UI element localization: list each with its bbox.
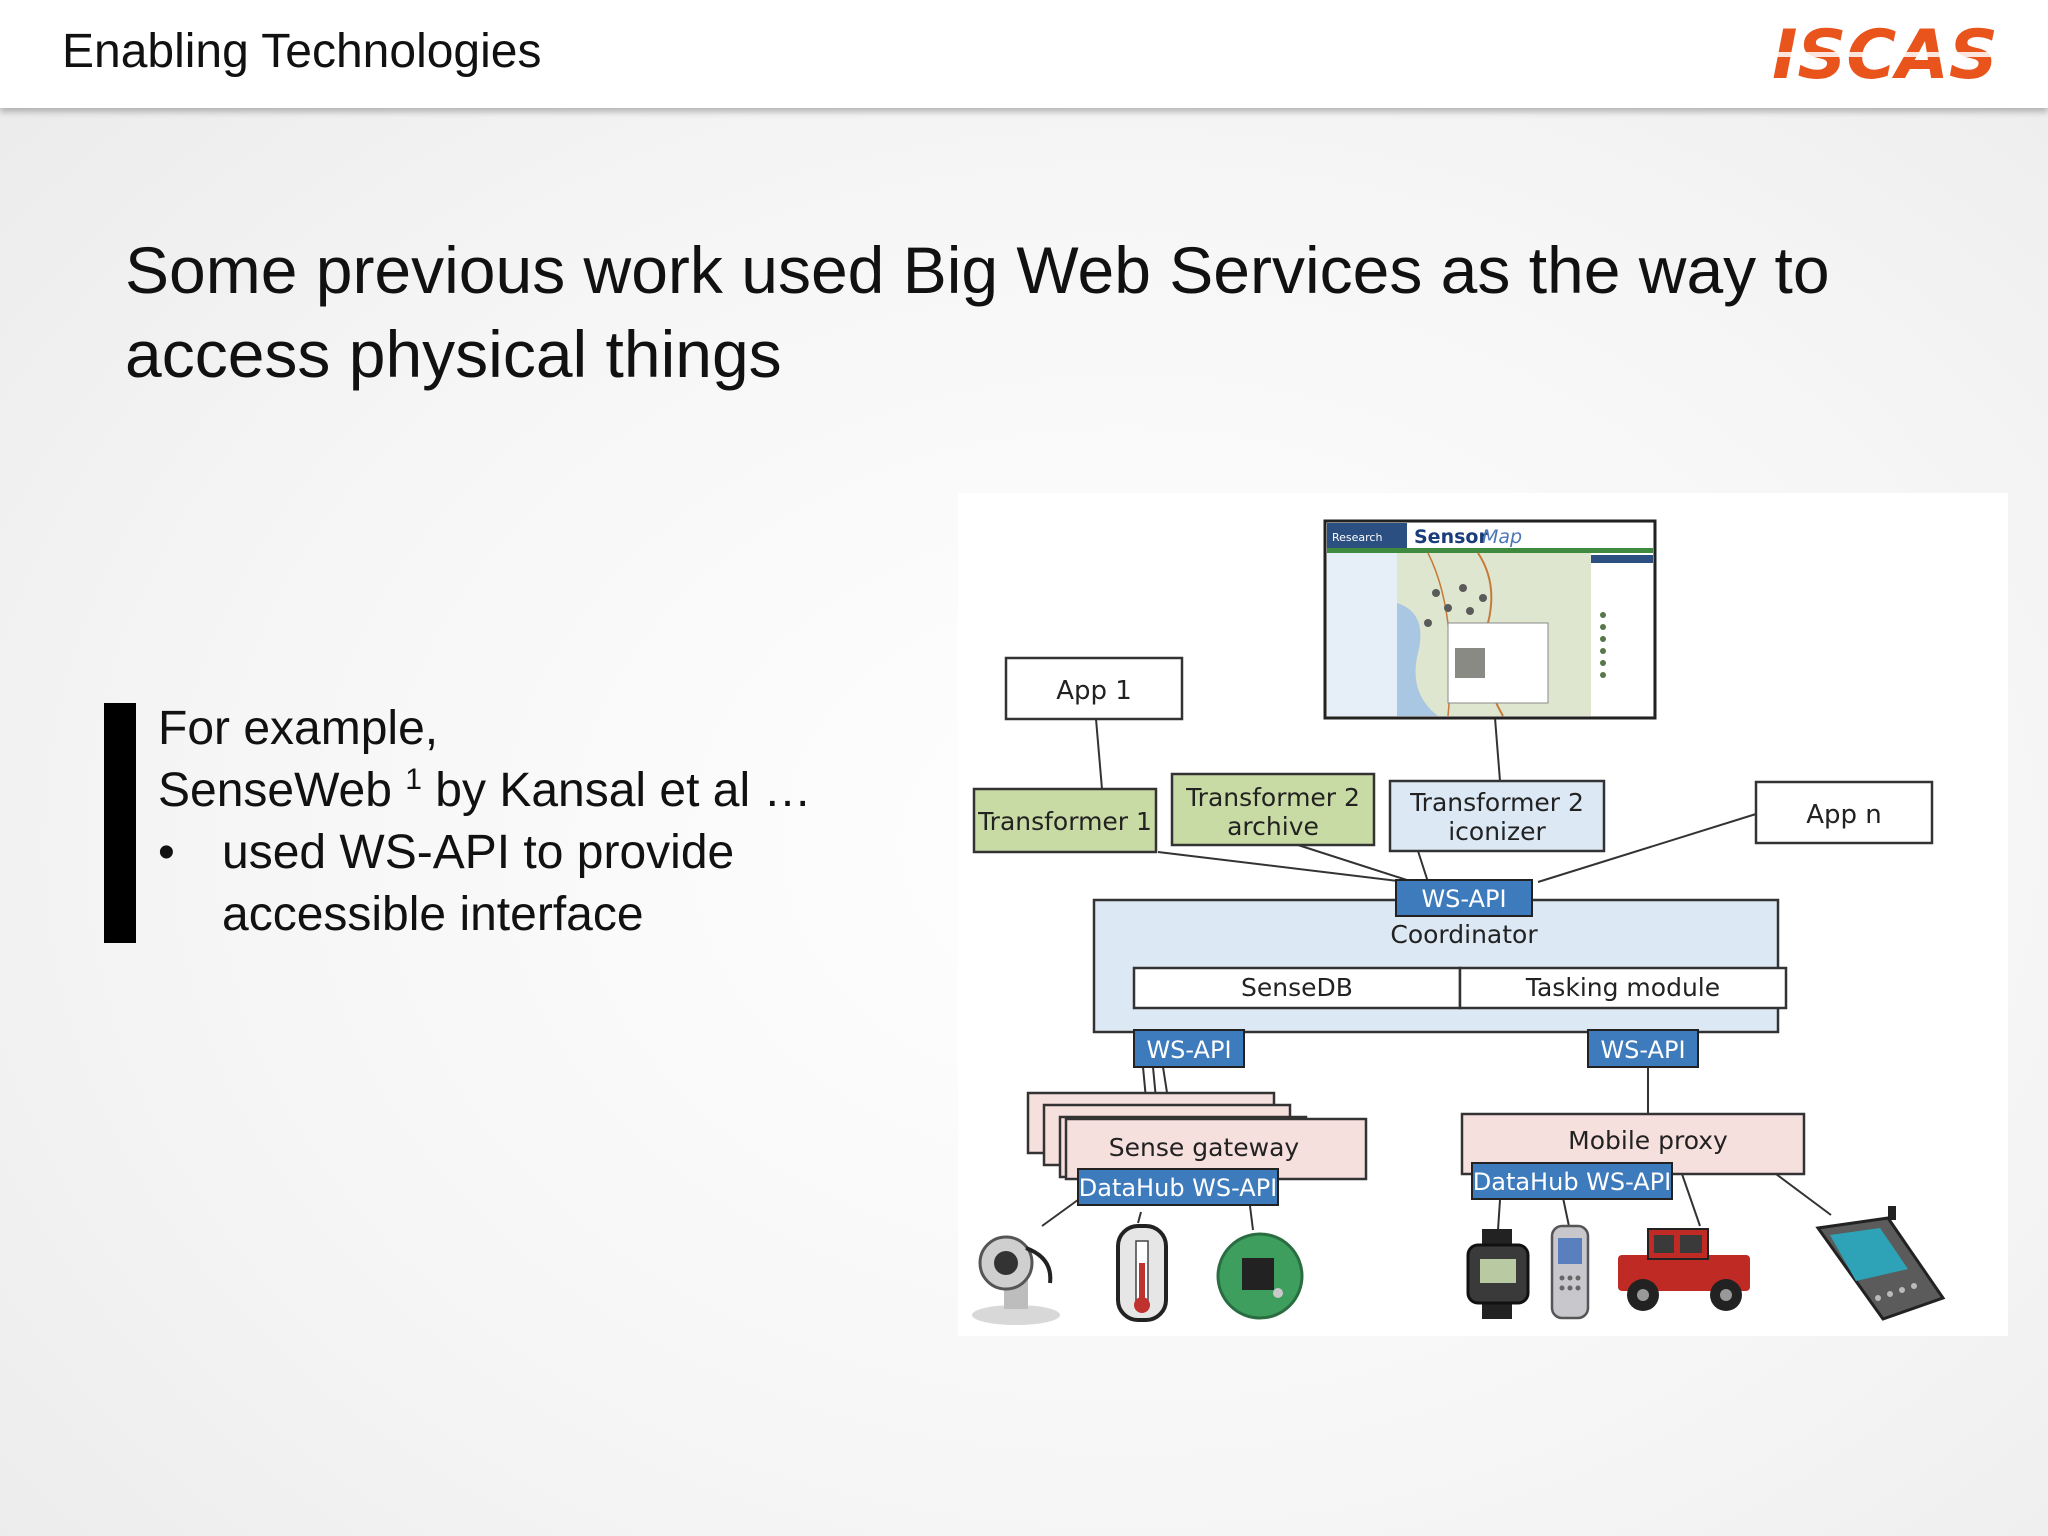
iscas-logo: ISCAS <box>1768 16 2004 92</box>
webcam-icon <box>972 1235 1060 1325</box>
heading-line-2: access physical things <box>125 317 782 391</box>
transformer-2-iconizer-box: Transformer 2 iconizer <box>1388 779 1606 853</box>
sensormap-screenshot: Research Sensor Map <box>1323 519 1657 720</box>
slide-heading: Some previous work used Big Web Services… <box>125 228 1925 396</box>
bullet-char: • <box>158 826 175 879</box>
phone-icon <box>1550 1224 1590 1320</box>
kansal-text: by Kansal et al … <box>421 764 812 817</box>
transformer-2-iconizer-label-2: iconizer <box>1448 817 1546 846</box>
citation-superscript: 1 <box>405 763 422 796</box>
ws-api-top-box: WS-API <box>1395 879 1533 917</box>
datahub-left-label: DataHub WS-API <box>1079 1174 1278 1202</box>
bullet-item: • used WS-API to provide accessible inte… <box>158 822 811 946</box>
body-text: For example, SenseWeb 1 by Kansal et al … <box>158 698 811 946</box>
transformer-2-archive-label-1: Transformer 2 <box>1185 783 1360 812</box>
bullet-line-1: used WS-API to provide <box>222 826 735 879</box>
tasking-module-box <box>1458 966 1788 1010</box>
transformer-1-label: Transformer 1 <box>977 807 1152 836</box>
body-line-2: SenseWeb 1 by Kansal et al … <box>158 760 811 822</box>
bullet-line-2: accessible interface <box>222 888 644 941</box>
accent-bar <box>104 703 136 943</box>
jeep-icon <box>1618 1228 1750 1311</box>
mobile-proxy-label: Mobile proxy <box>1568 1126 1728 1155</box>
sense-gateway-stack: Sense gateway DataHub WS-API <box>1026 1091 1368 1206</box>
coordinator-label: Coordinator <box>1390 920 1538 949</box>
sensormap-title-a: Sensor <box>1414 526 1488 548</box>
coordinator-box: Coordinator SenseDB Tasking module <box>1092 898 1788 1034</box>
transformer-2-archive-label-2: archive <box>1227 812 1319 841</box>
tasking-module-label: Tasking module <box>1525 973 1720 1002</box>
ws-api-top-label: WS-API <box>1421 885 1506 913</box>
pda-icon <box>1815 1206 1946 1321</box>
body-line-1: For example, <box>158 702 439 755</box>
section-title: Enabling Technologies <box>62 25 542 78</box>
sense-gateway-label: Sense gateway <box>1109 1133 1300 1162</box>
ws-api-left-label: WS-API <box>1146 1036 1231 1064</box>
app-1-label: App 1 <box>1056 676 1132 706</box>
ws-api-right-box: WS-API <box>1587 1029 1699 1068</box>
mobile-proxy-box: Mobile proxy DataHub WS-API <box>1460 1112 1806 1200</box>
diagram-svg: Research Sensor Map App 1 App n <box>972 519 1946 1325</box>
sensormap-corner-label: Research <box>1332 531 1382 544</box>
header-bar: Enabling Technologies ISCAS <box>0 0 2048 108</box>
thermometer-icon <box>1116 1224 1168 1322</box>
heading-line-1: Some previous work used Big Web Services… <box>125 233 1830 307</box>
sensedb-label: SenseDB <box>1241 973 1353 1002</box>
senseweb-architecture-diagram: Research Sensor Map App 1 App n <box>958 493 2008 1336</box>
app-n-box: App n <box>1754 780 1934 845</box>
app-1-box: App 1 <box>1004 656 1184 721</box>
transformer-2-iconizer-label-1: Transformer 2 <box>1409 788 1584 817</box>
sensedb-box <box>1132 966 1462 1010</box>
app-n-label: App n <box>1806 800 1882 830</box>
watch-icon <box>1466 1229 1530 1319</box>
senseweb-text: SenseWeb <box>158 764 406 817</box>
ws-api-left-box: WS-API <box>1133 1029 1245 1068</box>
datahub-right-label: DataHub WS-API <box>1473 1168 1672 1196</box>
transformer-2-archive-box: Transformer 2 archive <box>1170 772 1376 847</box>
ws-api-right-label: WS-API <box>1600 1036 1685 1064</box>
sensor-board-icon <box>1216 1232 1304 1320</box>
transformer-1-box: Transformer 1 <box>972 787 1158 854</box>
sensormap-title-b: Map <box>1482 526 1522 548</box>
